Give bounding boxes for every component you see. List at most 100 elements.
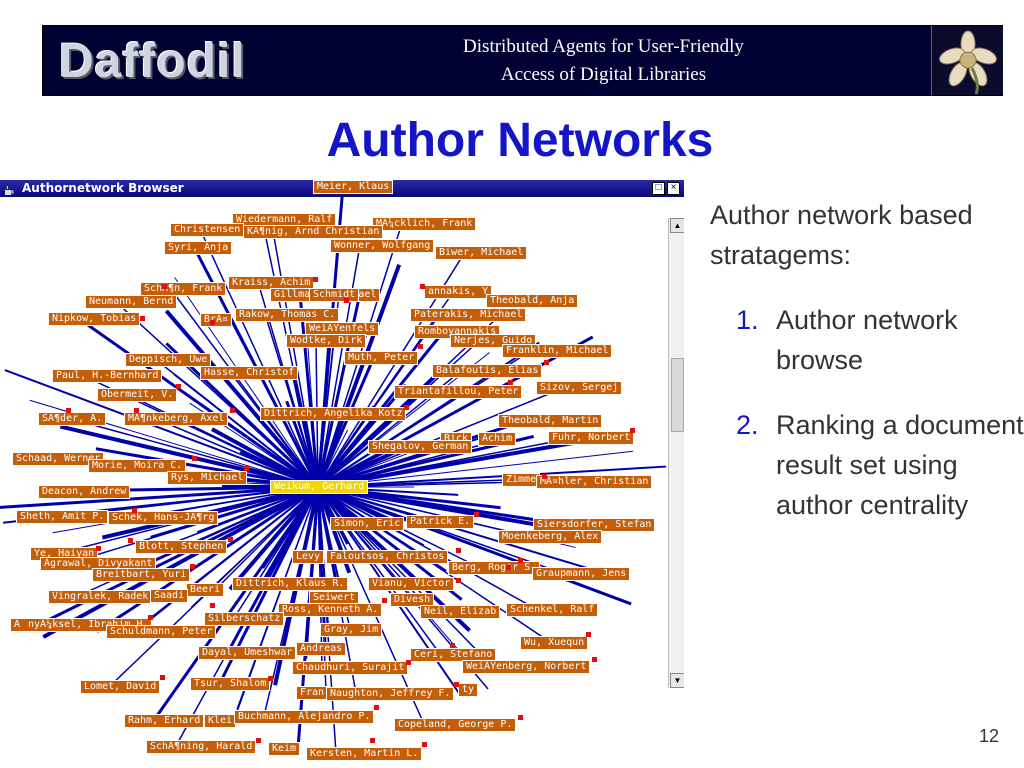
author-node[interactable]: Obermeit, V. xyxy=(97,388,178,402)
author-node[interactable]: MÃ¼cklich, Frank xyxy=(372,217,477,231)
node-marker-icon xyxy=(176,384,181,389)
selected-author-node[interactable]: Weikum, Gerhard xyxy=(270,480,369,494)
author-node[interactable]: Chaudhuri, Surajit xyxy=(292,661,409,675)
author-node[interactable]: Wu, Xuequn xyxy=(520,636,589,650)
author-node[interactable]: Blott, Stephen xyxy=(135,540,228,554)
author-node[interactable]: Achim xyxy=(478,432,517,446)
author-node[interactable]: Naughton, Jeffrey F. xyxy=(326,687,455,701)
close-button[interactable]: × xyxy=(667,182,680,195)
author-node[interactable]: Wonner, Wolfgang xyxy=(330,239,435,253)
restore-button[interactable]: □ xyxy=(652,182,665,195)
author-node[interactable]: ty xyxy=(458,683,479,697)
author-node[interactable]: Deacon, Andrew xyxy=(38,485,131,499)
node-marker-icon xyxy=(630,428,635,433)
author-node[interactable]: Zimme xyxy=(502,473,541,487)
author-node[interactable]: Rakow, Thomas C. xyxy=(235,308,340,322)
author-node[interactable]: Deppisch, Uwe xyxy=(125,353,212,367)
author-node[interactable]: Levy xyxy=(292,550,325,564)
author-node[interactable]: annakis, Y xyxy=(424,285,493,299)
author-node[interactable]: Patrick E. xyxy=(406,515,475,529)
author-node[interactable]: SÃ¶der, A. xyxy=(38,412,107,426)
author-node[interactable]: Gray, Jim xyxy=(320,623,383,637)
author-node[interactable]: SchÃ¶n, Frank xyxy=(140,282,227,296)
author-node[interactable]: Tsur, Shalom xyxy=(190,677,271,691)
node-marker-icon xyxy=(404,405,409,410)
edge xyxy=(317,485,632,606)
author-node[interactable]: Sizov, Sergej xyxy=(536,381,623,395)
author-node[interactable]: Schmidt xyxy=(309,288,360,302)
page-number: 12 xyxy=(978,726,999,746)
author-node[interactable]: WeiÃŸenberg, Norbert xyxy=(462,660,591,674)
author-node[interactable]: Rahm, Erhard xyxy=(124,714,205,728)
author-node[interactable]: Simon, Eric xyxy=(330,517,405,531)
author-node[interactable]: Paterakis, Michael xyxy=(410,308,527,322)
author-node[interactable]: Wodtke, Dirk xyxy=(286,334,367,348)
scroll-down-arrow-icon[interactable]: ▼ xyxy=(670,673,684,688)
author-node[interactable]: Schek, Hans-JÃ¶rg xyxy=(108,511,219,525)
author-node[interactable]: SchÃ¶ning, Harald xyxy=(146,740,257,754)
author-node[interactable]: Ross, Kenneth A. xyxy=(278,603,383,617)
edge xyxy=(77,316,319,489)
scroll-thumb[interactable] xyxy=(671,358,684,432)
author-node[interactable]: Syri, Anja xyxy=(164,241,233,255)
author-node[interactable]: Vingralek, Radek xyxy=(48,590,153,604)
author-node[interactable]: Rys, Michael xyxy=(167,471,248,485)
node-marker-icon xyxy=(370,738,375,743)
author-node[interactable]: Saadi xyxy=(150,589,189,603)
author-node[interactable]: BrÃ¤ xyxy=(200,313,233,327)
author-node[interactable]: Triantafillou, Peter xyxy=(394,385,523,399)
author-node[interactable]: Copeland, George P. xyxy=(394,718,517,732)
author-node[interactable]: Paul, H.-Bernhard xyxy=(52,369,163,383)
author-node[interactable]: Beeri xyxy=(186,583,225,597)
author-node[interactable]: Kersten, Martin L. xyxy=(306,747,423,761)
author-node[interactable]: Fuhr, Norbert xyxy=(548,431,635,445)
author-node[interactable]: Neil, Elizab xyxy=(420,605,501,619)
author-node[interactable]: Graupmann, Jens xyxy=(532,567,631,581)
node-marker-icon xyxy=(450,643,455,648)
author-node[interactable]: Vianu, Victor xyxy=(368,577,455,591)
author-node[interactable]: Berg, Roger S. xyxy=(448,561,541,575)
author-node[interactable]: KÃ¶nig, Arnd Christian xyxy=(243,225,384,239)
author-node[interactable]: Moenkeberg, Alex xyxy=(498,530,603,544)
author-node[interactable]: Schenkel, Ralf xyxy=(506,603,599,617)
author-node[interactable]: Klei xyxy=(204,714,237,728)
author-node[interactable]: Franklin, Michael xyxy=(502,344,613,358)
scroll-up-arrow-icon[interactable]: ▲ xyxy=(670,218,684,233)
author-node[interactable]: Dittrich, Klaus R. xyxy=(232,577,349,591)
author-node[interactable]: Silberschatz xyxy=(204,612,285,626)
author-node[interactable]: Theobald, Martin xyxy=(498,414,603,428)
author-node[interactable]: Buchmann, Alejandro P. xyxy=(234,710,375,724)
node-marker-icon xyxy=(160,675,165,680)
author-node[interactable]: MÃ¤hler, Christian xyxy=(536,475,653,489)
author-node[interactable]: Dayal, Umeshwar xyxy=(198,646,297,660)
author-node[interactable]: Hasse, Christof xyxy=(200,366,299,380)
node-marker-icon xyxy=(592,657,597,662)
author-node[interactable]: Biwer, Michael xyxy=(435,246,528,260)
author-node[interactable]: Schuldmann, Peter xyxy=(106,625,217,639)
author-node[interactable]: Neumann, Bernd xyxy=(85,295,178,309)
author-node[interactable]: Christensen xyxy=(170,223,245,237)
author-node[interactable]: Dittrich, Angelika Kotz xyxy=(260,407,407,421)
author-node[interactable]: Theobald, Anja xyxy=(486,294,579,308)
author-node[interactable]: Keim xyxy=(268,742,301,756)
node-marker-icon xyxy=(96,546,101,551)
author-node[interactable]: Balafoutis, Elias xyxy=(432,364,543,378)
author-node[interactable]: Lomet, David xyxy=(80,680,161,694)
author-node[interactable]: Andreas xyxy=(296,642,347,656)
author-node[interactable]: Meier, Klaus xyxy=(313,180,394,194)
author-node[interactable]: Morie, Moira C. xyxy=(88,459,187,473)
author-node[interactable]: Schaad, Werner xyxy=(12,452,105,466)
author-node[interactable]: MÃ¶nkeberg, Axel xyxy=(124,412,229,426)
author-node[interactable]: Fran xyxy=(296,686,329,700)
edge xyxy=(317,486,607,575)
author-node[interactable]: Sheth, Amit P. xyxy=(16,510,109,524)
author-node[interactable]: Divesh xyxy=(390,593,435,607)
author-node[interactable]: Nipkow, Tobias xyxy=(48,312,141,326)
author-node[interactable]: Breitbart, Yuri xyxy=(92,568,191,582)
vertical-scrollbar[interactable]: ▲ ▼ xyxy=(668,218,684,688)
author-node[interactable]: Ceri, Stefano xyxy=(410,648,497,662)
author-node[interactable]: Faloutsos, Christos xyxy=(326,550,449,564)
author-node[interactable]: Muth, Peter xyxy=(344,351,419,365)
author-node[interactable]: Shegalov, German xyxy=(368,440,473,454)
